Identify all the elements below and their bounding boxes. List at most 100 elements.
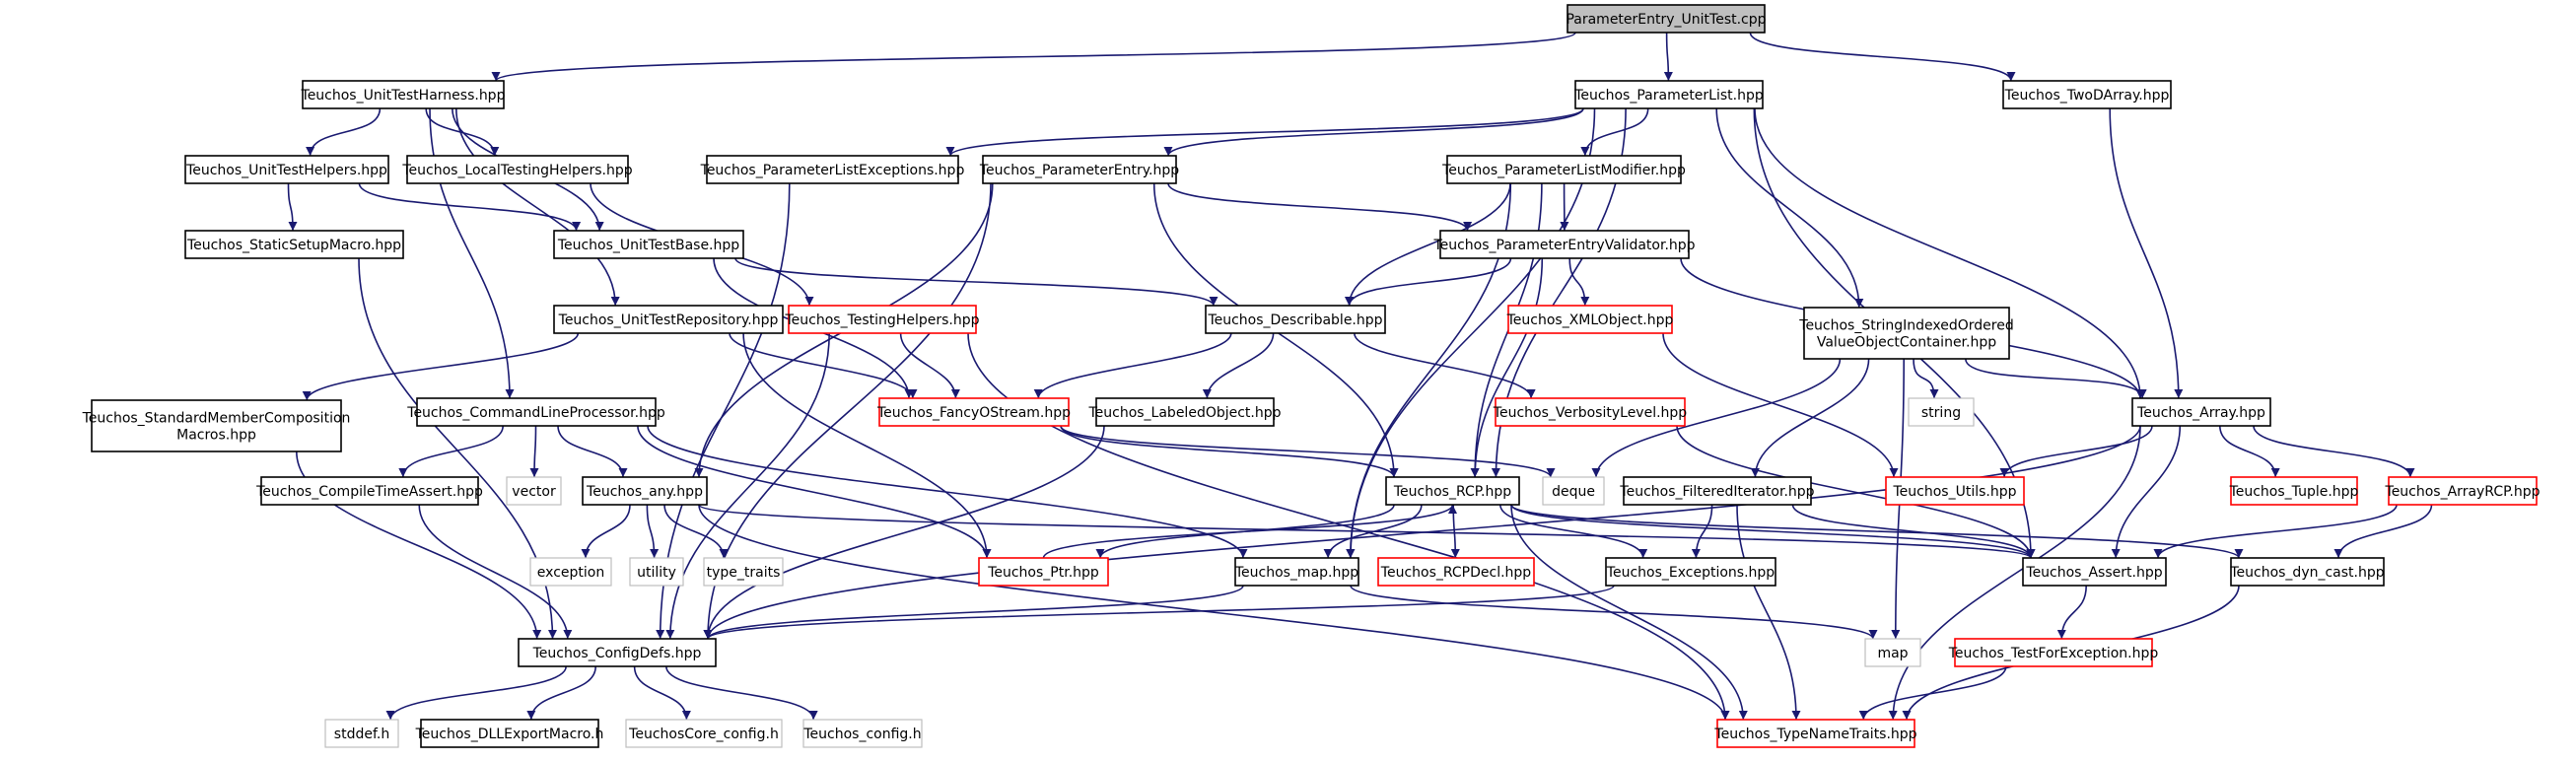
node-label: Teuchos_ConfigDefs.hpp [532, 646, 702, 661]
node-label: stddef.h [334, 727, 389, 742]
node-utbase[interactable]: Teuchos_UnitTestBase.hpp [553, 230, 744, 259]
node-arrayrcp[interactable]: Teuchos_ArrayRCP.hpp [2385, 476, 2541, 506]
edge-harness-to-uthelpers [306, 107, 382, 157]
node-label: Teuchos_RCPDecl.hpp [1380, 565, 1532, 581]
node-fancy[interactable]: Teuchos_FancyOStream.hpp [876, 397, 1071, 427]
edge-utrepo-to-fancy [729, 332, 918, 399]
node-dllexport[interactable]: Teuchos_DLLExportMacro.h [415, 719, 604, 748]
node-uthelpers[interactable]: Teuchos_UnitTestHelpers.hpp [184, 155, 389, 184]
node-ptr[interactable]: Teuchos_Ptr.hpp [978, 557, 1109, 587]
node-utils[interactable]: Teuchos_Utils.hpp [1885, 476, 2025, 506]
edge-pevalid-to-xmlobj [1568, 257, 1590, 307]
node-dyncast[interactable]: Teuchos_dyn_cast.hpp [2229, 557, 2385, 587]
node-twod[interactable]: Teuchos_TwoDArray.hpp [2002, 80, 2172, 109]
edge-uthelpers-to-utbase [358, 182, 582, 232]
edge-rcp-to-rcpdecl [1450, 504, 1460, 559]
edge-configdefs-to-stddef [385, 665, 567, 721]
node-box [302, 80, 505, 109]
edge-plist-to-plmod [1580, 107, 1649, 157]
node-pevalid[interactable]: Teuchos_ParameterEntryValidator.hpp [1432, 230, 1696, 259]
node-label: Teuchos_map.hpp [1234, 565, 1358, 581]
node-localtest[interactable]: Teuchos_LocalTestingHelpers.hpp [401, 155, 633, 184]
node-box [553, 305, 784, 334]
node-strindexed[interactable]: Teuchos_StringIndexedOrderedValueObjectC… [1798, 307, 2014, 360]
edge-plist-to-array [1754, 107, 2145, 399]
node-plmod[interactable]: Teuchos_ParameterListModifier.hpp [1441, 155, 1686, 184]
node-configdefs[interactable]: Teuchos_ConfigDefs.hpp [518, 638, 717, 667]
node-box [1507, 305, 1673, 334]
node-box [978, 557, 1109, 587]
node-map[interactable]: Teuchos_map.hpp [1234, 557, 1359, 587]
node-typename[interactable]: Teuchos_TypeNameTraits.hpp [1713, 719, 1917, 748]
edge-plmod-to-describable [1345, 182, 1511, 307]
node-box [1885, 476, 2025, 506]
node-label: ValueObjectContainer.hpp [1817, 335, 1996, 351]
node-rcpdecl[interactable]: Teuchos_RCPDecl.hpp [1377, 557, 1535, 587]
node-compileassert[interactable]: Teuchos_CompileTimeAssert.hpp [255, 476, 483, 506]
node-utrepo[interactable]: Teuchos_UnitTestRepository.hpp [553, 305, 784, 334]
node-xmlobj[interactable]: Teuchos_XMLObject.hpp [1506, 305, 1674, 334]
node-harness[interactable]: Teuchos_UnitTestHarness.hpp [301, 80, 506, 109]
node-describable[interactable]: Teuchos_Describable.hpp [1205, 305, 1386, 334]
node-label: deque [1552, 484, 1595, 500]
edge-plist-to-map [1346, 107, 1596, 559]
node-box [1566, 4, 1766, 34]
edge-cmdline-to-compileassert [398, 425, 504, 478]
node-label: Teuchos_any.hpp [586, 484, 703, 500]
edge-describable-to-fancy [1033, 332, 1232, 399]
node-box [1446, 155, 1682, 184]
node-box [406, 155, 629, 184]
node-testhelpers[interactable]: Teuchos_TestingHelpers.hpp [785, 305, 980, 334]
node-plist[interactable]: Teuchos_ParameterList.hpp [1573, 80, 1764, 109]
edge-strindexed-to-filtered [1750, 358, 1870, 478]
node-box [416, 397, 657, 427]
node-box [629, 557, 684, 587]
node-staticsetup[interactable]: Teuchos_StaticSetupMacro.hpp [184, 230, 404, 259]
node-rcp[interactable]: Teuchos_RCP.hpp [1385, 476, 1520, 506]
node-cmdline[interactable]: Teuchos_CommandLineProcessor.hpp [406, 397, 665, 427]
node-label: Teuchos_UnitTestRepository.hpp [558, 312, 779, 328]
node-testforexc[interactable]: Teuchos_TestForException.hpp [1948, 638, 2159, 667]
node-any[interactable]: Teuchos_any.hpp [582, 476, 708, 506]
edge-configdefs-to-config [665, 665, 818, 721]
node-box [2230, 476, 2358, 506]
node-labeled[interactable]: Teuchos_LabeledObject.hpp [1087, 397, 1282, 427]
node-pentry[interactable]: Teuchos_ParameterEntry.hpp [979, 155, 1179, 184]
node-box [788, 305, 977, 334]
node-stdmember[interactable]: Teuchos_StandardMemberCompositionMacros.… [82, 399, 351, 452]
edge-pevalid-to-rcp [1470, 257, 1544, 478]
node-root[interactable]: ParameterEntry_UnitTest.cpp [1566, 4, 1767, 34]
node-tuple[interactable]: Teuchos_Tuple.hpp [2229, 476, 2359, 506]
edge-any-to-utility [646, 504, 660, 559]
node-verbosity[interactable]: Teuchos_VerbosityLevel.hpp [1493, 397, 1688, 427]
node-array[interactable]: Teuchos_Array.hpp [2131, 397, 2271, 427]
node-typetraits: type_traits [703, 557, 784, 587]
node-label: vector [512, 484, 556, 500]
node-filtered[interactable]: Teuchos_FilteredIterator.hpp [1619, 476, 1815, 506]
node-exceptions[interactable]: Teuchos_Exceptions.hpp [1605, 557, 1776, 587]
edge-root-to-harness [491, 32, 1576, 82]
node-label: Teuchos_ParameterListExceptions.hpp [700, 163, 965, 178]
node-box [260, 476, 479, 506]
edge-array-to-arrayrcp [2253, 425, 2415, 478]
node-deque: deque [1542, 476, 1605, 506]
node-box [1234, 557, 1359, 587]
node-label: Teuchos_StringIndexedOrdered [1798, 318, 2013, 334]
node-label: Teuchos_Tuple.hpp [2229, 484, 2359, 500]
node-box [706, 155, 959, 184]
node-assert[interactable]: Teuchos_Assert.hpp [2022, 557, 2167, 587]
node-plexc[interactable]: Teuchos_ParameterListExceptions.hpp [700, 155, 965, 184]
edge-utbase-to-describable [734, 257, 1218, 307]
node-label: Teuchos_dyn_cast.hpp [2229, 565, 2384, 581]
node-box [703, 557, 784, 587]
edge-testforexc-to-typename [1858, 665, 2007, 721]
node-box [1095, 397, 1275, 427]
node-label: Teuchos_config.h [802, 727, 921, 742]
node-label: Teuchos_LocalTestingHelpers.hpp [401, 163, 632, 178]
node-label: Teuchos_FancyOStream.hpp [876, 405, 1071, 421]
node-stddef: stddef.h [324, 719, 399, 748]
node-vector: vector [506, 476, 562, 506]
edge-describable-to-verbosity [1354, 332, 1536, 399]
node-label: Macros.hpp [176, 428, 256, 444]
